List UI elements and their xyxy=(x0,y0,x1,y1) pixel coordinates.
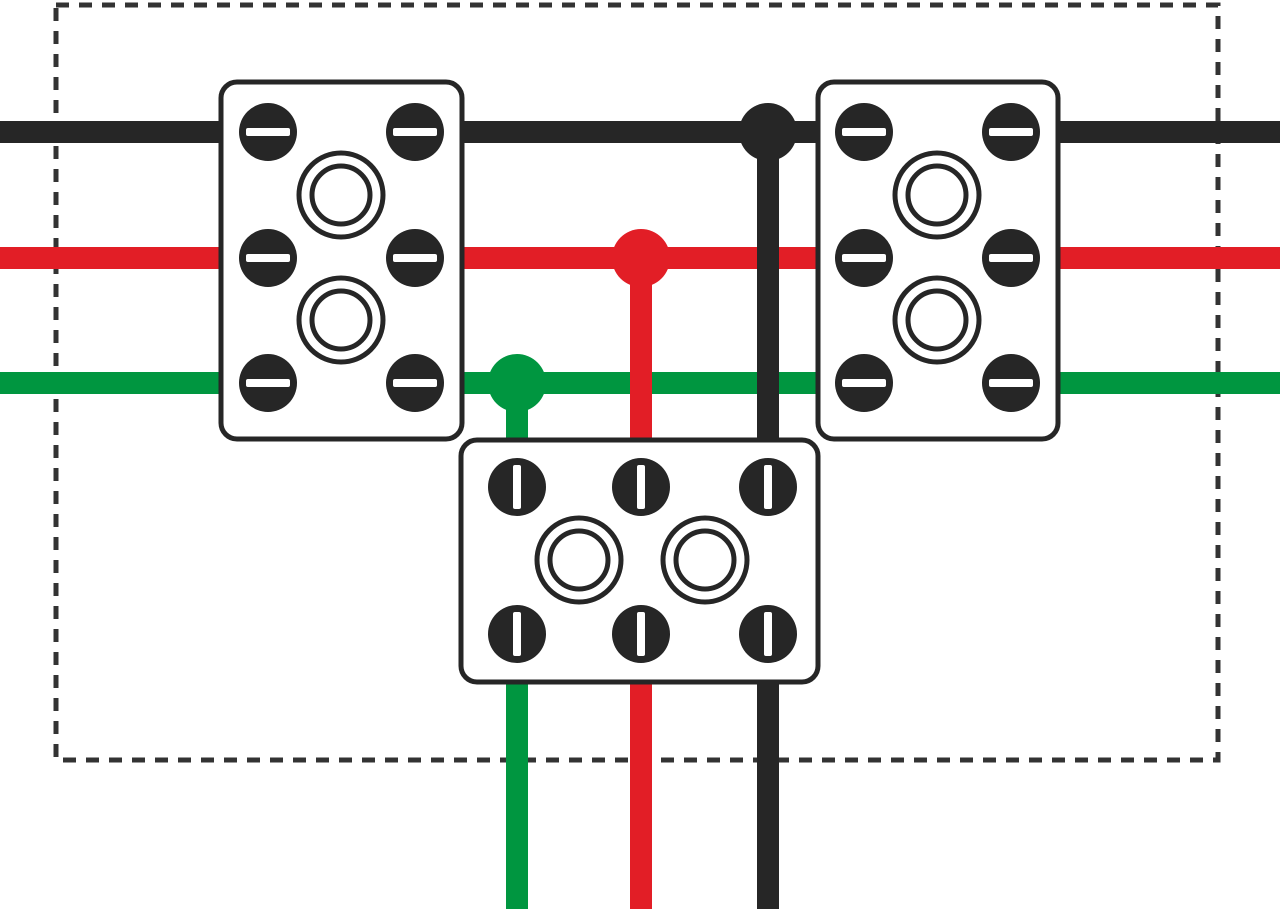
terminal-block-right xyxy=(815,79,1061,442)
screw-icon xyxy=(488,458,546,516)
junction-node-red xyxy=(612,229,670,287)
mounting-hole-icon xyxy=(296,150,386,240)
junction-node-black xyxy=(739,103,797,161)
screw-icon xyxy=(982,229,1040,287)
screw-icon xyxy=(835,354,893,412)
screw-icon xyxy=(239,354,297,412)
screw-icon xyxy=(612,605,670,663)
mounting-hole-icon xyxy=(892,150,982,240)
screw-icon xyxy=(386,354,444,412)
mounting-hole-icon xyxy=(296,275,386,365)
mounting-hole-icon xyxy=(892,275,982,365)
screw-icon xyxy=(982,354,1040,412)
junction-node-green xyxy=(488,354,546,412)
screw-icon xyxy=(982,103,1040,161)
terminal-block-bottom xyxy=(458,437,821,685)
screw-icon xyxy=(488,605,546,663)
screw-icon xyxy=(386,229,444,287)
terminal-block-body xyxy=(815,79,1061,442)
terminal-block-left xyxy=(218,79,465,442)
screw-icon xyxy=(835,229,893,287)
screw-icon xyxy=(739,605,797,663)
screw-icon xyxy=(739,458,797,516)
screw-icon xyxy=(386,103,444,161)
mounting-hole-icon xyxy=(660,515,750,605)
screw-icon xyxy=(239,103,297,161)
screw-icon xyxy=(239,229,297,287)
terminal-block-body xyxy=(458,437,821,685)
mounting-hole-icon xyxy=(534,515,624,605)
screw-icon xyxy=(835,103,893,161)
terminal-block-body xyxy=(218,79,465,442)
screw-icon xyxy=(612,458,670,516)
